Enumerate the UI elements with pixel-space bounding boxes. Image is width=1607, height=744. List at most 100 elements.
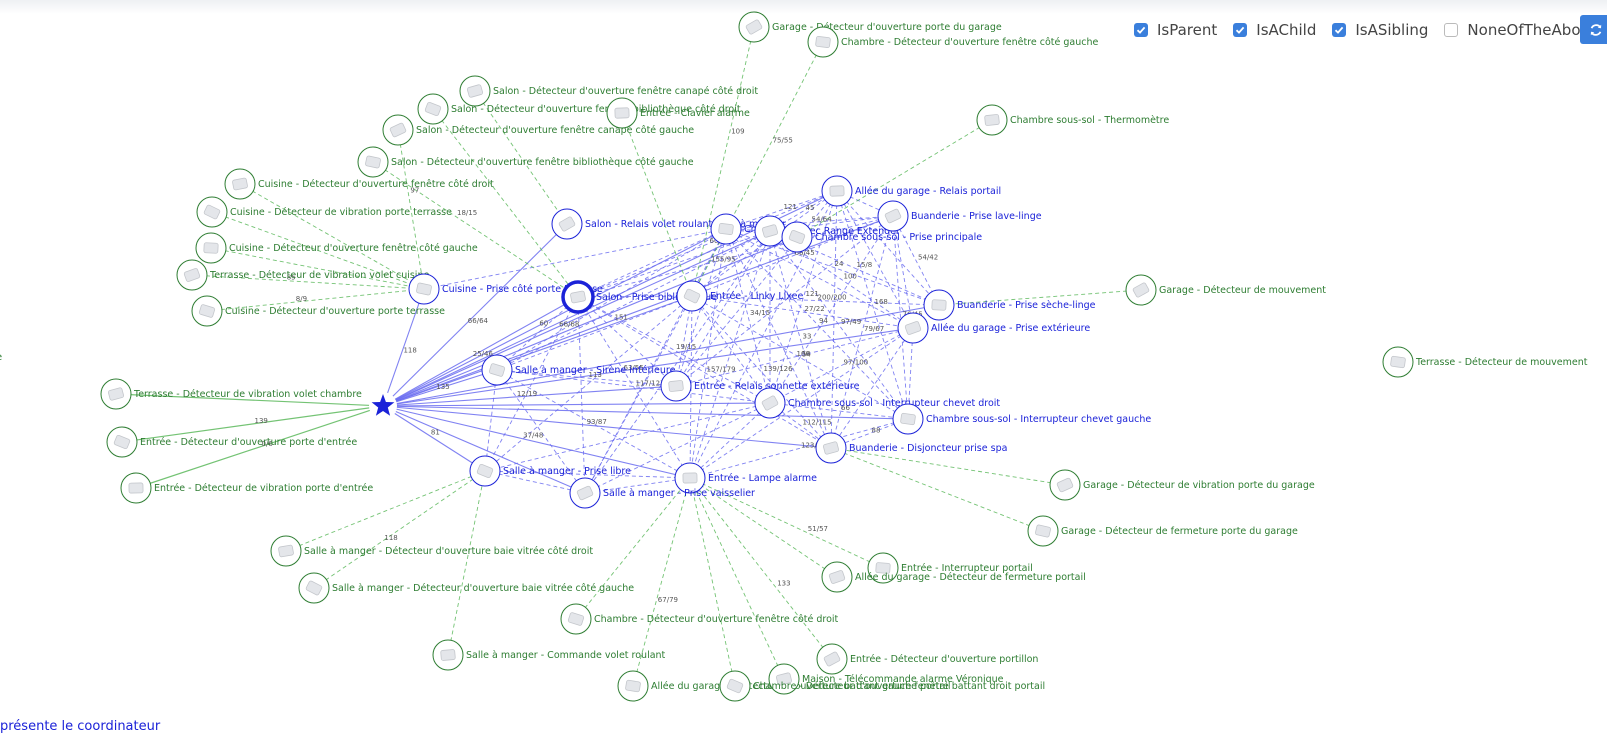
end-device-node-label: Chambre - Détecteur d'ouverture fenêtre … [753, 681, 1045, 692]
graph-edge [836, 190, 914, 329]
edge-label: 66 [841, 404, 850, 412]
router-node[interactable]: Entrée - Lampe alarme [674, 462, 817, 494]
end-device-node[interactable]: Garage - Détecteur de fermeture porte du… [1027, 515, 1298, 547]
end-device-node[interactable]: Entrée - Détecteur d'ouverture portillon [816, 643, 1038, 675]
device-icon [682, 472, 698, 484]
end-device-node[interactable]: Allée du garage - Détecteur de fermeture… [821, 561, 1086, 593]
router-node[interactable]: Salon - Prise bibliothèque [561, 280, 717, 314]
graph-edge [577, 190, 838, 298]
router-node[interactable]: Chambre sous-sol - Interrupteur chevet g… [892, 403, 1151, 435]
graph-edge [725, 190, 838, 230]
router-node-label: Salle à manger - Sirène intérieure [515, 365, 676, 376]
end-device-node[interactable]: Terrasse - Détecteur de vibration volet … [100, 378, 362, 410]
end-device-node[interactable]: Chambre sous-sol - Thermomètre [976, 104, 1169, 136]
graph-edge [577, 230, 771, 298]
end-device-node[interactable]: Terrasse - Détecteur de mouvement [1382, 346, 1588, 378]
end-device-node-label: Cuisine - Détecteur de vibration porte t… [230, 207, 452, 218]
router-node[interactable]: Salon - Relais volet roulant salle à man… [551, 208, 786, 240]
isachild-checkbox[interactable] [1233, 23, 1248, 37]
end-device-node-label: Chambre - Détecteur d'ouverture fenêtre … [594, 614, 839, 625]
end-device-node[interactable]: Terrasse - Détecteur de vibration volet … [176, 259, 429, 291]
router-node[interactable]: Salle à manger - Prise vaisselier [569, 477, 755, 509]
end-device-node[interactable]: Chambre - Détecteur d'ouverture fenêtre … [560, 603, 839, 635]
router-node[interactable]: Buanderie - Prise lave-linge [877, 200, 1042, 232]
edge-label: 60 [539, 319, 548, 327]
device-icon [440, 649, 456, 661]
router-node[interactable]: Chambre sous-sol - Interrupteur chevet d… [754, 387, 1000, 419]
router-node[interactable]: Aeotec Range Extender [754, 215, 900, 247]
end-device-node[interactable]: Entrée - Détecteur d'ouverture porte d'e… [106, 426, 357, 458]
end-device-node[interactable]: Salon - Détecteur d'ouverture fenêtre bi… [357, 146, 694, 178]
graph-edge [691, 230, 771, 297]
router-node[interactable]: Salle à manger - Sirène intérieure [481, 354, 676, 386]
end-device-node[interactable]: Salon - Détecteur d'ouverture fenêtre ca… [382, 114, 694, 146]
end-device-node-label: Entrée - Interrupteur portail [901, 563, 1033, 574]
device-icon [1132, 282, 1150, 298]
end-device-node[interactable]: Cuisine - Détecteur d'ouverture fenêtre … [195, 232, 478, 264]
isachild-label: IsAChild [1256, 21, 1317, 39]
end-device-node[interactable]: Garage - Détecteur de mouvement [1125, 274, 1326, 306]
end-device-node[interactable]: Garage - Détecteur de vibration porte du… [1049, 469, 1315, 501]
router-node[interactable]: Cuisine - Prise côté porte terrasse [408, 273, 603, 305]
end-device-node[interactable]: Cuisine - Détecteur de vibration porte t… [196, 196, 452, 228]
filter-isparent[interactable]: IsParent [1134, 21, 1217, 39]
edge-label: 8/9 [296, 295, 307, 303]
graph-edge [769, 327, 914, 404]
end-device-node-label: Salle à manger - Détecteur d'ouverture b… [332, 583, 634, 594]
end-device-node[interactable]: Cuisine - Détecteur d'ouverture porte te… [191, 295, 445, 327]
graph-edge [382, 295, 693, 407]
end-device-node[interactable]: Entrée - Clavier alarme [606, 97, 750, 129]
end-device-node[interactable]: Maison - Télécommande alarme Véronique [768, 663, 1004, 695]
filter-noneoftheabove[interactable]: NoneOfTheAbove [1444, 21, 1599, 39]
router-node[interactable]: Salle à manger - Prise libre [469, 455, 631, 487]
router-node[interactable]: Buanderie - Disjoncteur prise spa [815, 432, 1007, 464]
device-icon [1035, 524, 1051, 538]
isasibling-checkbox[interactable] [1332, 23, 1347, 37]
end-device-node[interactable]: Salle à manger - Commande volet roulant [432, 639, 666, 671]
isparent-checkbox[interactable] [1134, 23, 1148, 37]
filter-bar: IsParent IsAChild IsASibling NoneOfTheAb… [1134, 19, 1607, 41]
graph-edge [397, 129, 425, 290]
end-device-node[interactable]: Chambre - Détecteur d'ouverture fenêtre … [807, 26, 1098, 58]
end-device-node[interactable]: Salon - Détecteur d'ouverture fenêtre ca… [459, 75, 758, 107]
graph-edge [382, 304, 940, 407]
device-icon [365, 155, 381, 169]
filter-isasibling[interactable]: IsASibling [1332, 21, 1428, 39]
graph-edge [121, 405, 384, 443]
end-device-node[interactable]: Entrée - Détecteur de vibration porte d'… [120, 472, 373, 504]
end-device-node[interactable]: Salon - Détecteur d'ouverture fenêtre bi… [417, 93, 741, 125]
filter-isachild[interactable]: IsAChild [1233, 21, 1316, 39]
end-device-node[interactable]: Garage - Détecteur d'ouverture porte du … [738, 11, 1002, 43]
end-device-node[interactable]: Entrée - Interrupteur portail [867, 552, 1033, 584]
router-node[interactable]: Chambre sous-sol - Prise principale [781, 221, 982, 253]
end-device-node-label: Terrasse - Détecteur de vibration volet … [209, 270, 429, 281]
graph-edge [689, 190, 838, 479]
graph-edge [577, 296, 691, 479]
end-device-node[interactable]: Allée du garage - Détecteur d'ouverture … [617, 670, 951, 702]
end-device-node[interactable]: Salle à manger - Détecteur d'ouverture b… [270, 535, 593, 567]
check-icon [1335, 26, 1344, 34]
refresh-button[interactable] [1580, 15, 1607, 44]
router-node[interactable]: Allée du garage - Prise extérieure [897, 312, 1090, 344]
router-node[interactable]: Allée du garage - Relais portail [821, 175, 1001, 207]
noneoftheabove-checkbox[interactable] [1444, 23, 1459, 37]
router-node[interactable]: Entrée - Relais sonnette extérieure [660, 370, 860, 402]
router-node[interactable]: Entrée - Linky Lixee [676, 280, 803, 312]
graph-edge [689, 477, 736, 687]
end-device-node[interactable]: Cuisine - Détecteur d'ouverture fenêtre … [224, 168, 494, 200]
device-icon [113, 434, 131, 450]
device-icon [625, 679, 641, 693]
refresh-icon [1590, 23, 1602, 36]
graph-edge [484, 470, 586, 494]
noneoftheabove-label: NoneOfTheAbove [1467, 21, 1599, 39]
device-icon [305, 580, 323, 596]
coordinator-node[interactable] [369, 392, 397, 420]
end-device-node-label: Garage - Détecteur de mouvement [1159, 285, 1326, 296]
graph-edge [691, 295, 940, 306]
graph-edge [577, 215, 894, 298]
router-node[interactable]: Buanderie - Prise sèche-linge [923, 289, 1096, 321]
end-device-node[interactable]: Salle à manger - Détecteur d'ouverture b… [298, 572, 634, 604]
graph-edge [725, 228, 914, 329]
end-device-node[interactable]: Chambre - Détecteur d'ouverture fenêtre … [719, 670, 1045, 702]
